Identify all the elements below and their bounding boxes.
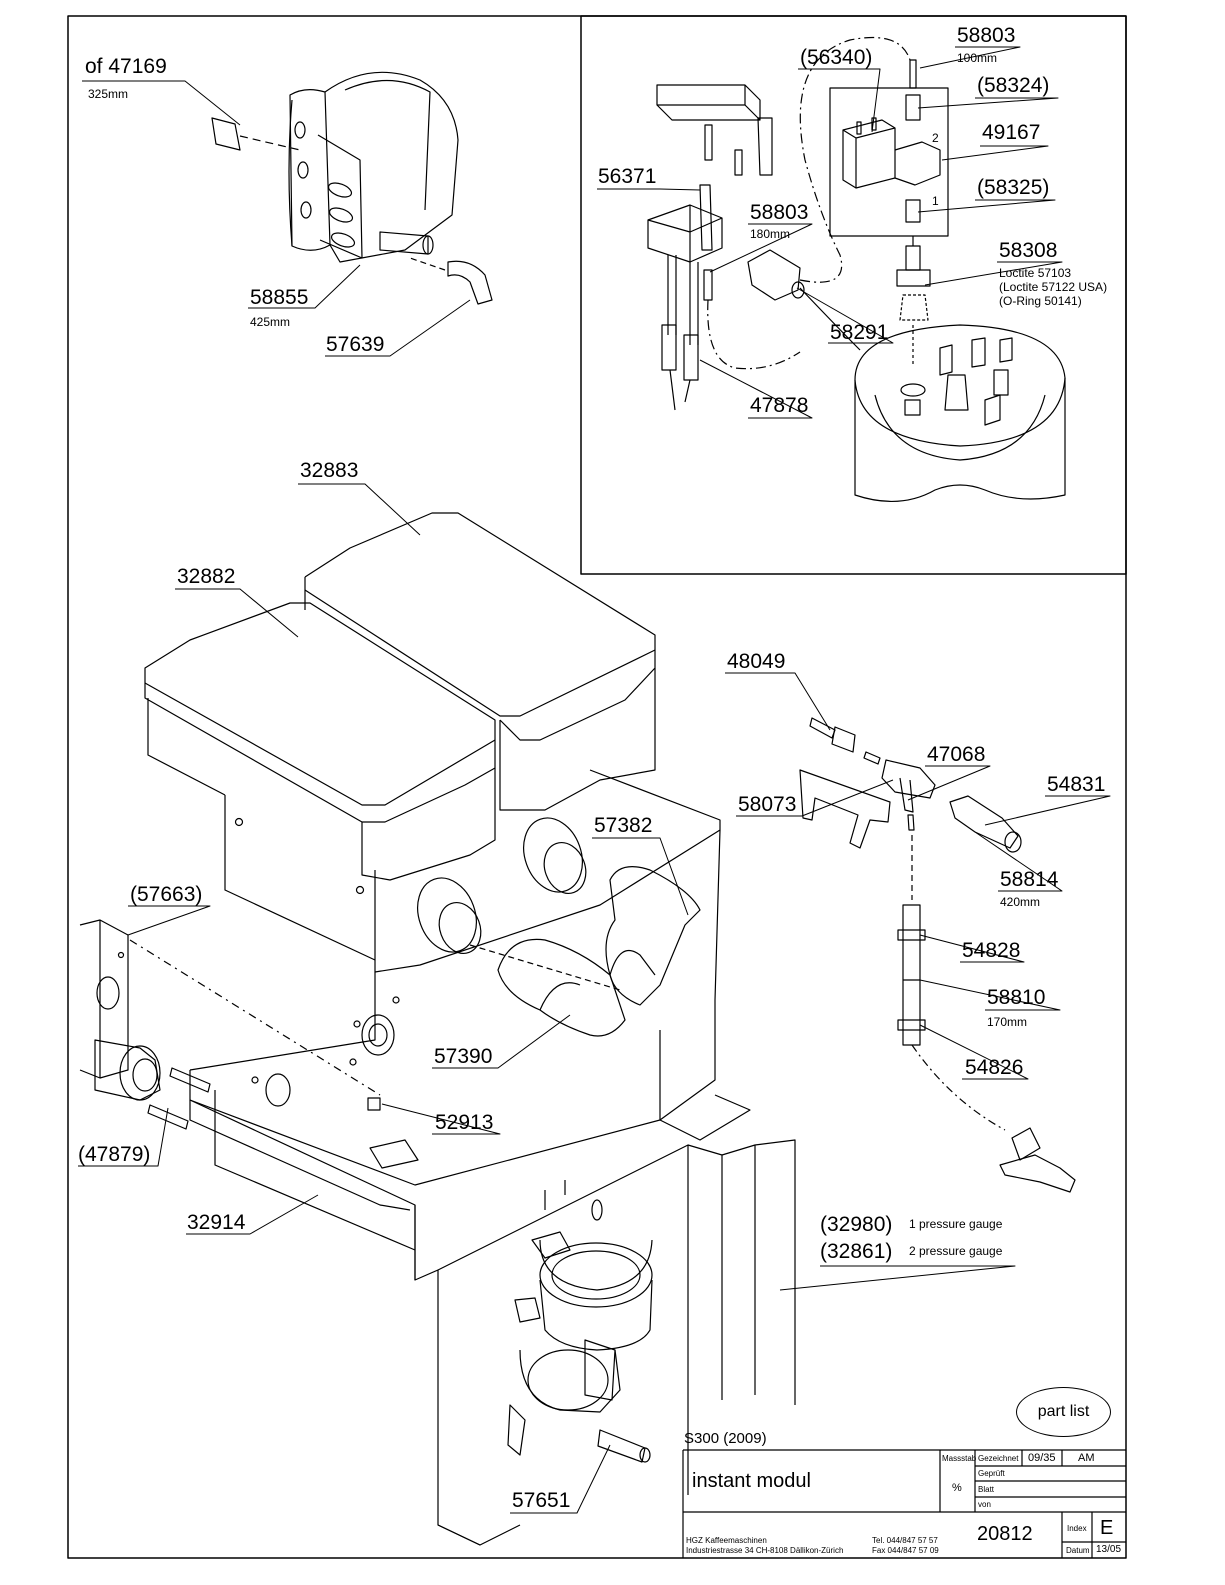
callout-32980-note: 1 pressure gauge: [909, 1217, 1003, 1231]
callout-58308-note-2: (Loctite 57122 USA): [999, 280, 1108, 294]
sheet-border: [67, 15, 1127, 1559]
callout-58803-b-length: 180mm: [750, 227, 791, 241]
callout-58308: 58308: [999, 239, 1058, 262]
massstab-value: %: [952, 1482, 962, 1494]
callout-58803-a-length: 100mm: [957, 51, 998, 65]
massstab-label: Massstab: [942, 1454, 977, 1463]
callout-52913: 52913: [435, 1111, 494, 1134]
callout-58325: (58325): [977, 176, 1050, 199]
gezeichnet-by: AM: [1078, 1452, 1095, 1464]
company-tel: Tel. 044/847 57 57: [872, 1536, 938, 1545]
company-name: HGZ Kaffeemaschinen: [686, 1536, 767, 1545]
callout-56340: (56340): [800, 46, 873, 69]
callout-57651: 57651: [512, 1489, 571, 1512]
title-block-frame: [682, 1449, 1126, 1558]
callout-58291: 58291: [830, 321, 889, 344]
right-piping-assembly: [799, 717, 1076, 1193]
callout-58803-b: 58803: [750, 201, 809, 224]
callout-58803-a: 58803: [957, 24, 1016, 47]
callout-54826: 54826: [965, 1056, 1024, 1079]
index-label: Index: [1067, 1524, 1087, 1533]
callout-57639: 57639: [326, 333, 385, 356]
callout-58308-note-1: Loctite 57103: [999, 266, 1072, 280]
model-label: S300 (2009): [684, 1430, 767, 1447]
callout-32883: 32883: [300, 459, 359, 482]
callout-58855-length: 425mm: [250, 315, 291, 329]
callout-47068: 47068: [927, 743, 986, 766]
callout-58810-length: 170mm: [987, 1015, 1028, 1029]
callout-48049: 48049: [727, 650, 786, 673]
blatt-label: Blatt: [978, 1485, 995, 1494]
callout-58324: (58324): [977, 74, 1050, 97]
geprueft-label: Geprüft: [978, 1469, 1005, 1478]
inset-frame: [580, 15, 1127, 575]
callout-54831: 54831: [1047, 773, 1106, 796]
part-list-button[interactable]: part list: [1016, 1387, 1111, 1437]
callout-57663: (57663): [130, 883, 203, 906]
drawing-number: 20812: [977, 1523, 1033, 1545]
hopper-shield-assembly: [211, 71, 493, 305]
callout-32914: 32914: [187, 1211, 246, 1234]
company-fax: Fax 044/847 57 09: [872, 1546, 939, 1555]
callout-58814-length: 420mm: [1000, 895, 1041, 909]
instant-module-body: [79, 512, 796, 1546]
callout-58308-note-3: (O-Ring 50141): [999, 294, 1082, 308]
gezeichnet-label: Gezeichnet: [978, 1454, 1019, 1463]
callout-56371: 56371: [598, 165, 657, 188]
port-label-2: 2: [932, 131, 939, 145]
callout-57390: 57390: [434, 1045, 493, 1068]
callout-58855: 58855: [250, 286, 309, 309]
port-label-1: 1: [932, 194, 939, 208]
company-address: Industriestrasse 34 CH-8108 Dällikon-Zür…: [686, 1546, 844, 1555]
callout-58814: 58814: [1000, 868, 1059, 891]
gezeichnet-date: 09/35: [1028, 1452, 1056, 1464]
callout-57382: 57382: [594, 814, 653, 837]
callout-32980: (32980): [820, 1213, 893, 1236]
callout-leaders: [78, 46, 1111, 1514]
callout-47169: of 47169: [85, 55, 167, 78]
index-value: E: [1100, 1517, 1114, 1539]
solenoid-valve-assembly: [647, 36, 1066, 502]
callout-47879: (47879): [78, 1143, 151, 1166]
callout-49167: 49167: [982, 121, 1041, 144]
callout-47878: 47878: [750, 394, 809, 417]
callout-32861-note: 2 pressure gauge: [909, 1244, 1003, 1258]
datum-label: Datum: [1066, 1546, 1090, 1555]
datum-value: 13/05: [1096, 1544, 1122, 1555]
callout-32861: (32861): [820, 1240, 893, 1263]
callout-32882: 32882: [177, 565, 236, 588]
von-label: von: [978, 1500, 991, 1509]
drawing-title: instant modul: [692, 1470, 811, 1492]
callout-58073: 58073: [738, 793, 797, 816]
callout-47169-length: 325mm: [88, 87, 129, 101]
callout-54828: 54828: [962, 939, 1021, 962]
callout-58810: 58810: [987, 986, 1046, 1009]
